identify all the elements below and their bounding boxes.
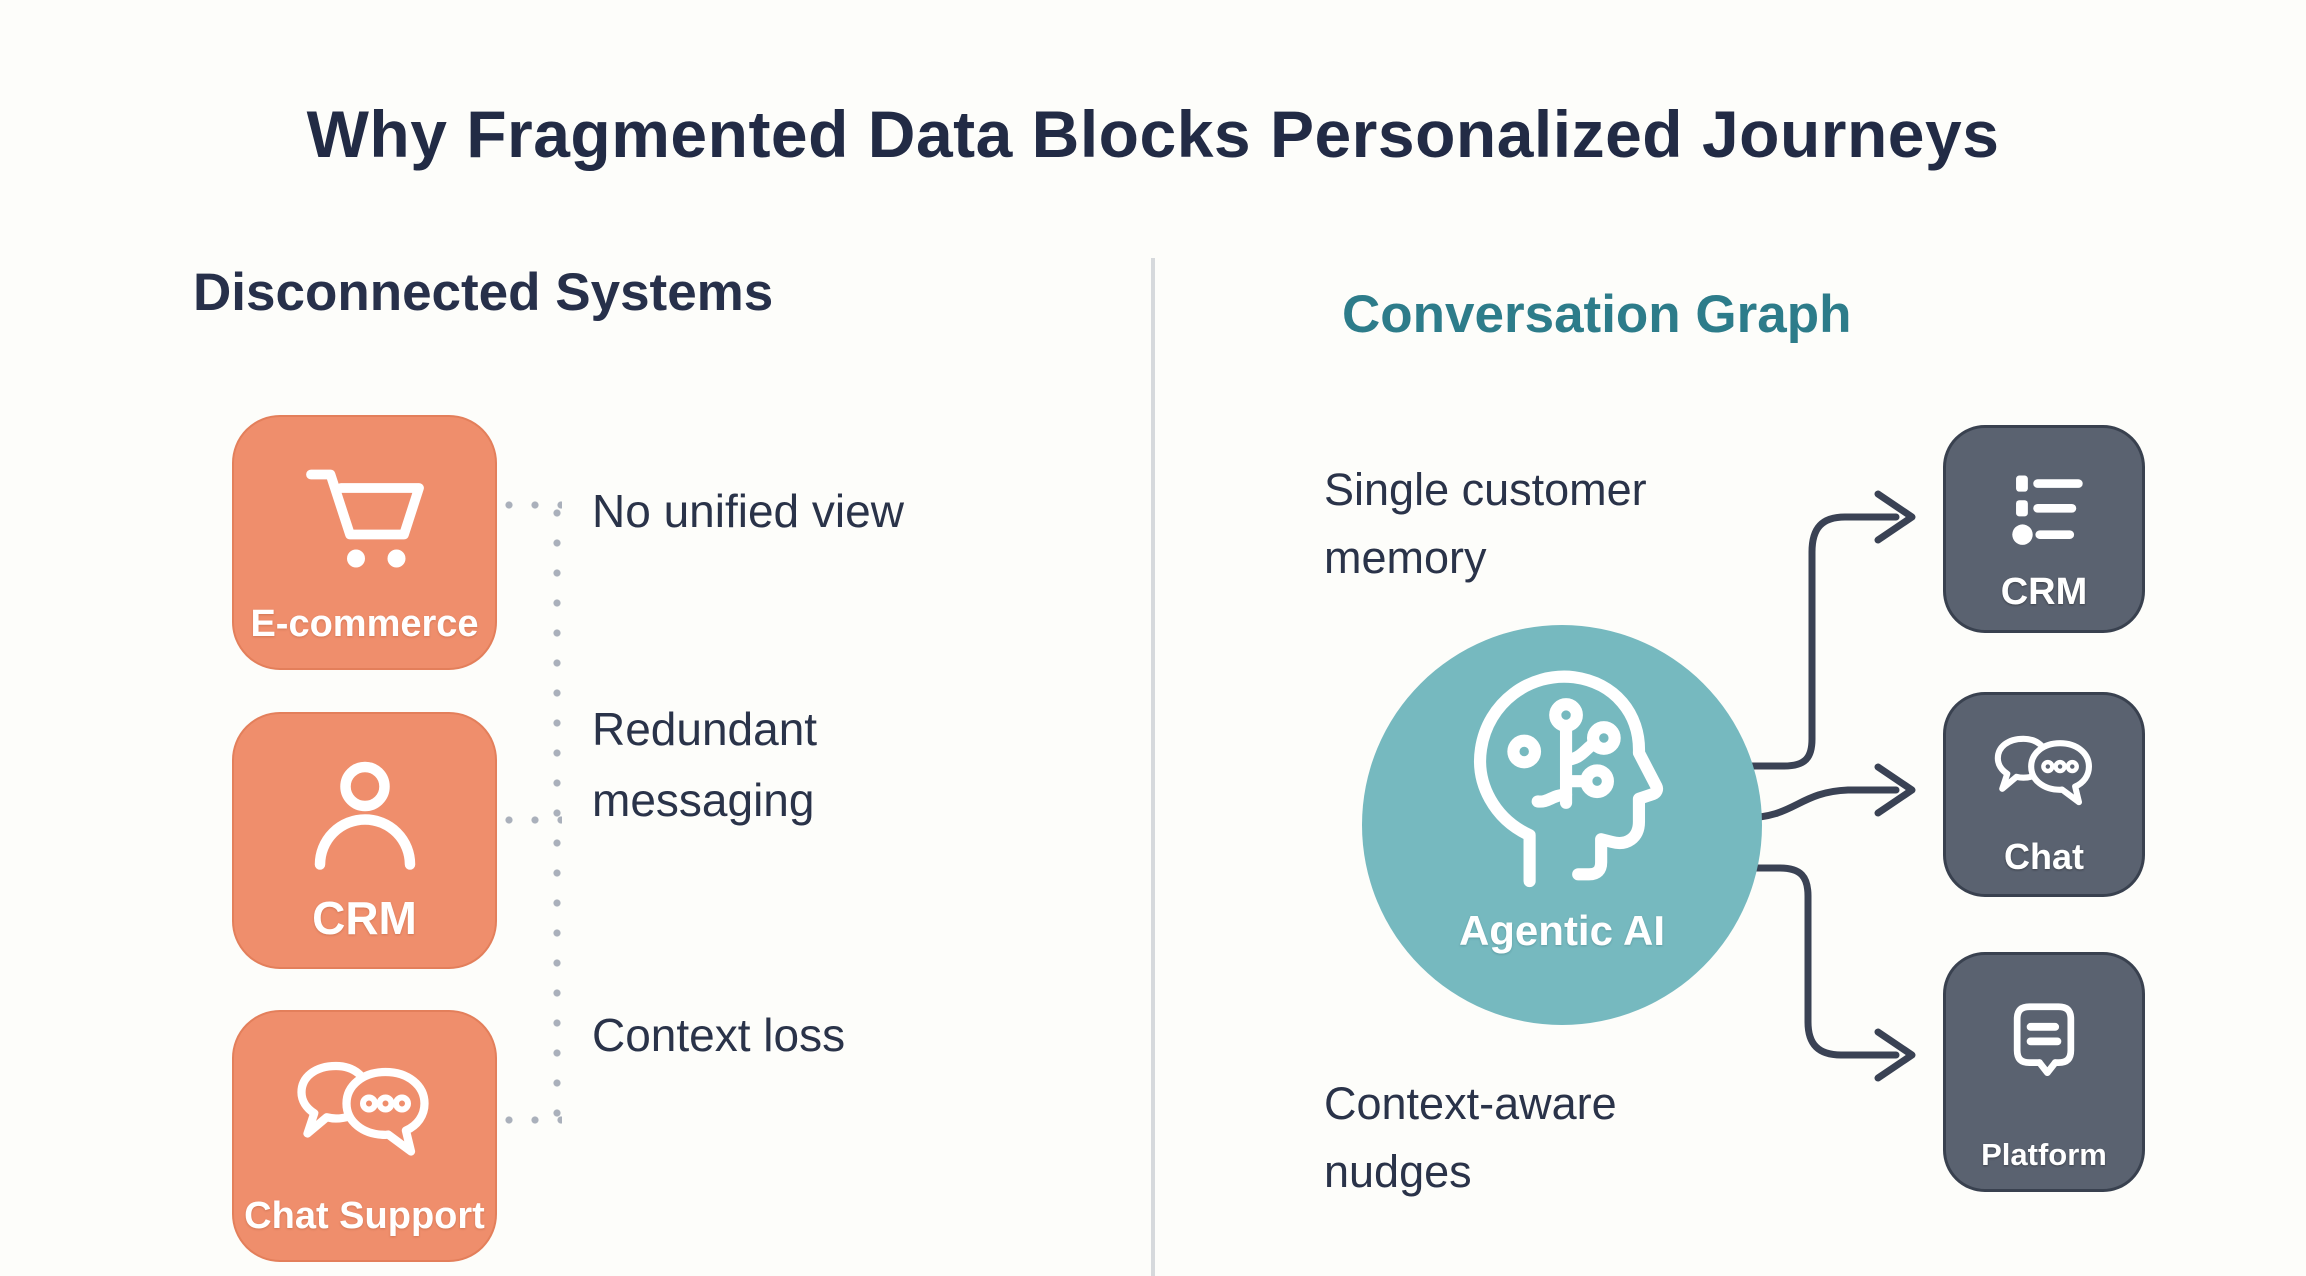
agentic-ai-hub: Agentic AI — [1362, 625, 1762, 1025]
system-box-ecommerce: E-commerce — [232, 415, 497, 670]
target-label: Chat — [2004, 836, 2084, 877]
target-box-crm: CRM — [1943, 425, 2145, 633]
issue-label-redundant-messaging: Redundant messaging — [592, 703, 818, 827]
target-label: Platform — [1981, 1137, 2107, 1172]
system-label: Chat Support — [244, 1195, 485, 1237]
page-title: Why Fragmented Data Blocks Personalized … — [306, 97, 2000, 171]
message-square-icon — [1988, 981, 2100, 1085]
shopping-cart-icon — [290, 447, 440, 589]
note-context-aware-nudges: Context-aware nudges — [1324, 1078, 1617, 1197]
issue-label-no-unified-view: No unified view — [592, 485, 904, 537]
ai-head-circuit-icon — [1427, 625, 1697, 905]
target-box-chat: Chat — [1943, 692, 2145, 897]
left-section-heading: Disconnected Systems — [193, 263, 774, 322]
dotted-connector-stub-1 — [496, 501, 562, 509]
arrow-to-platform-head — [1874, 1028, 1916, 1082]
section-divider — [1151, 258, 1155, 1276]
target-box-platform: Platform — [1943, 952, 2145, 1192]
chat-bubbles-icon — [1982, 721, 2107, 821]
arrow-to-platform — [1740, 864, 1900, 1059]
system-box-chat-support: Chat Support — [232, 1010, 497, 1262]
issue-label-context-loss: Context loss — [592, 1009, 846, 1061]
system-box-crm: CRM — [232, 712, 497, 969]
target-label: CRM — [2000, 571, 2088, 613]
dotted-connector-vertical — [553, 498, 561, 1122]
note-single-customer-memory: Single customer memory — [1324, 464, 1647, 583]
hub-label: Agentic AI — [1458, 907, 1666, 954]
arrow-to-crm-head — [1874, 490, 1916, 544]
arrow-to-chat — [1740, 786, 1900, 822]
dotted-connector-stub-3 — [496, 1116, 562, 1124]
person-icon — [290, 744, 440, 886]
arrow-to-crm — [1740, 513, 1900, 770]
system-label: CRM — [312, 892, 417, 944]
arrow-to-chat-head — [1874, 763, 1916, 817]
dotted-connector-stub-2 — [496, 816, 562, 824]
list-icon — [1990, 454, 2098, 554]
right-section-heading: Conversation Graph — [1342, 285, 1852, 344]
chat-bubbles-icon — [282, 1042, 447, 1177]
system-label: E-commerce — [250, 603, 479, 645]
